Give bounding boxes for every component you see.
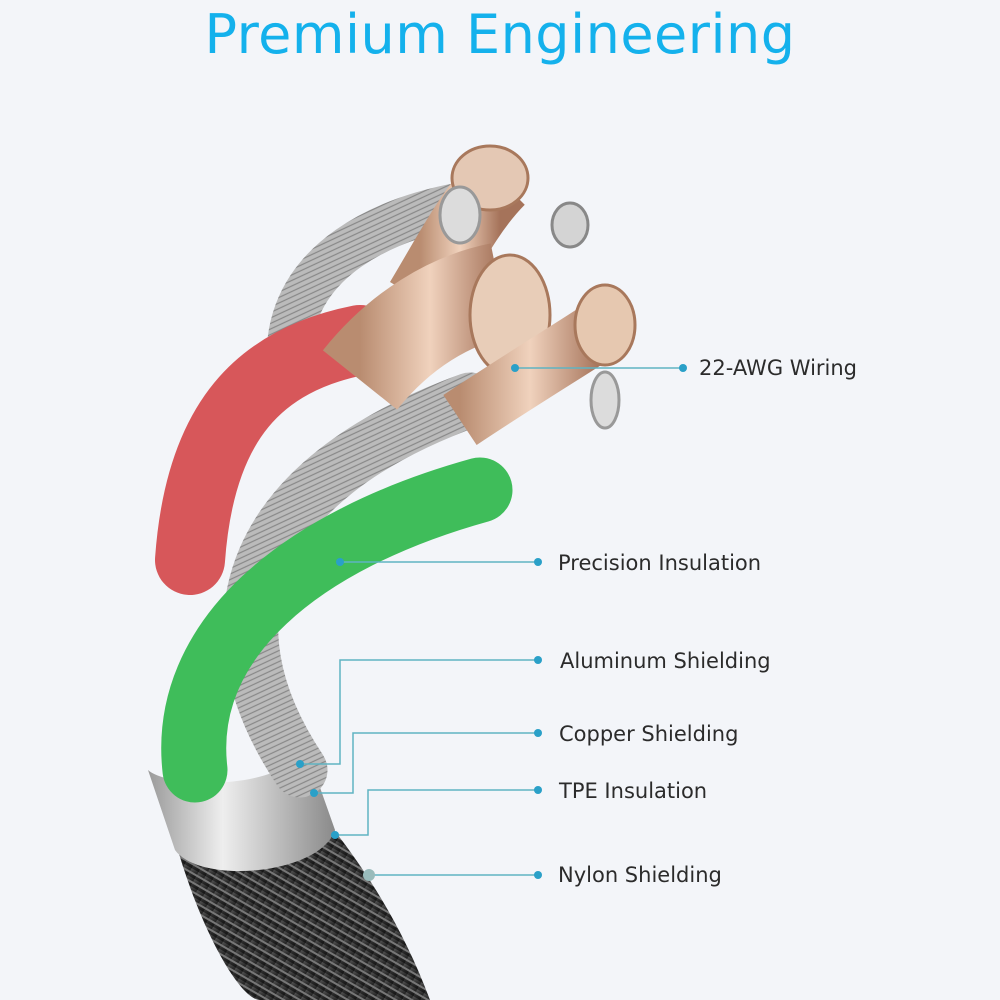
callout-lines (300, 367, 683, 876)
label-aluminum-shielding: Aluminum Shielding (560, 649, 771, 673)
label-22awg-wiring: 22-AWG Wiring (699, 356, 858, 380)
red-wire (155, 305, 395, 595)
label-copper-shielding: Copper Shielding (559, 722, 739, 746)
label-nylon-shielding: Nylon Shielding (558, 863, 722, 887)
label-tpe-insulation: TPE Insulation (559, 779, 708, 803)
green-wire (161, 457, 513, 803)
callout-dots (296, 364, 687, 881)
page-title: Premium Engineering (204, 3, 796, 66)
label-precision-insulation: Precision Insulation (558, 551, 762, 575)
